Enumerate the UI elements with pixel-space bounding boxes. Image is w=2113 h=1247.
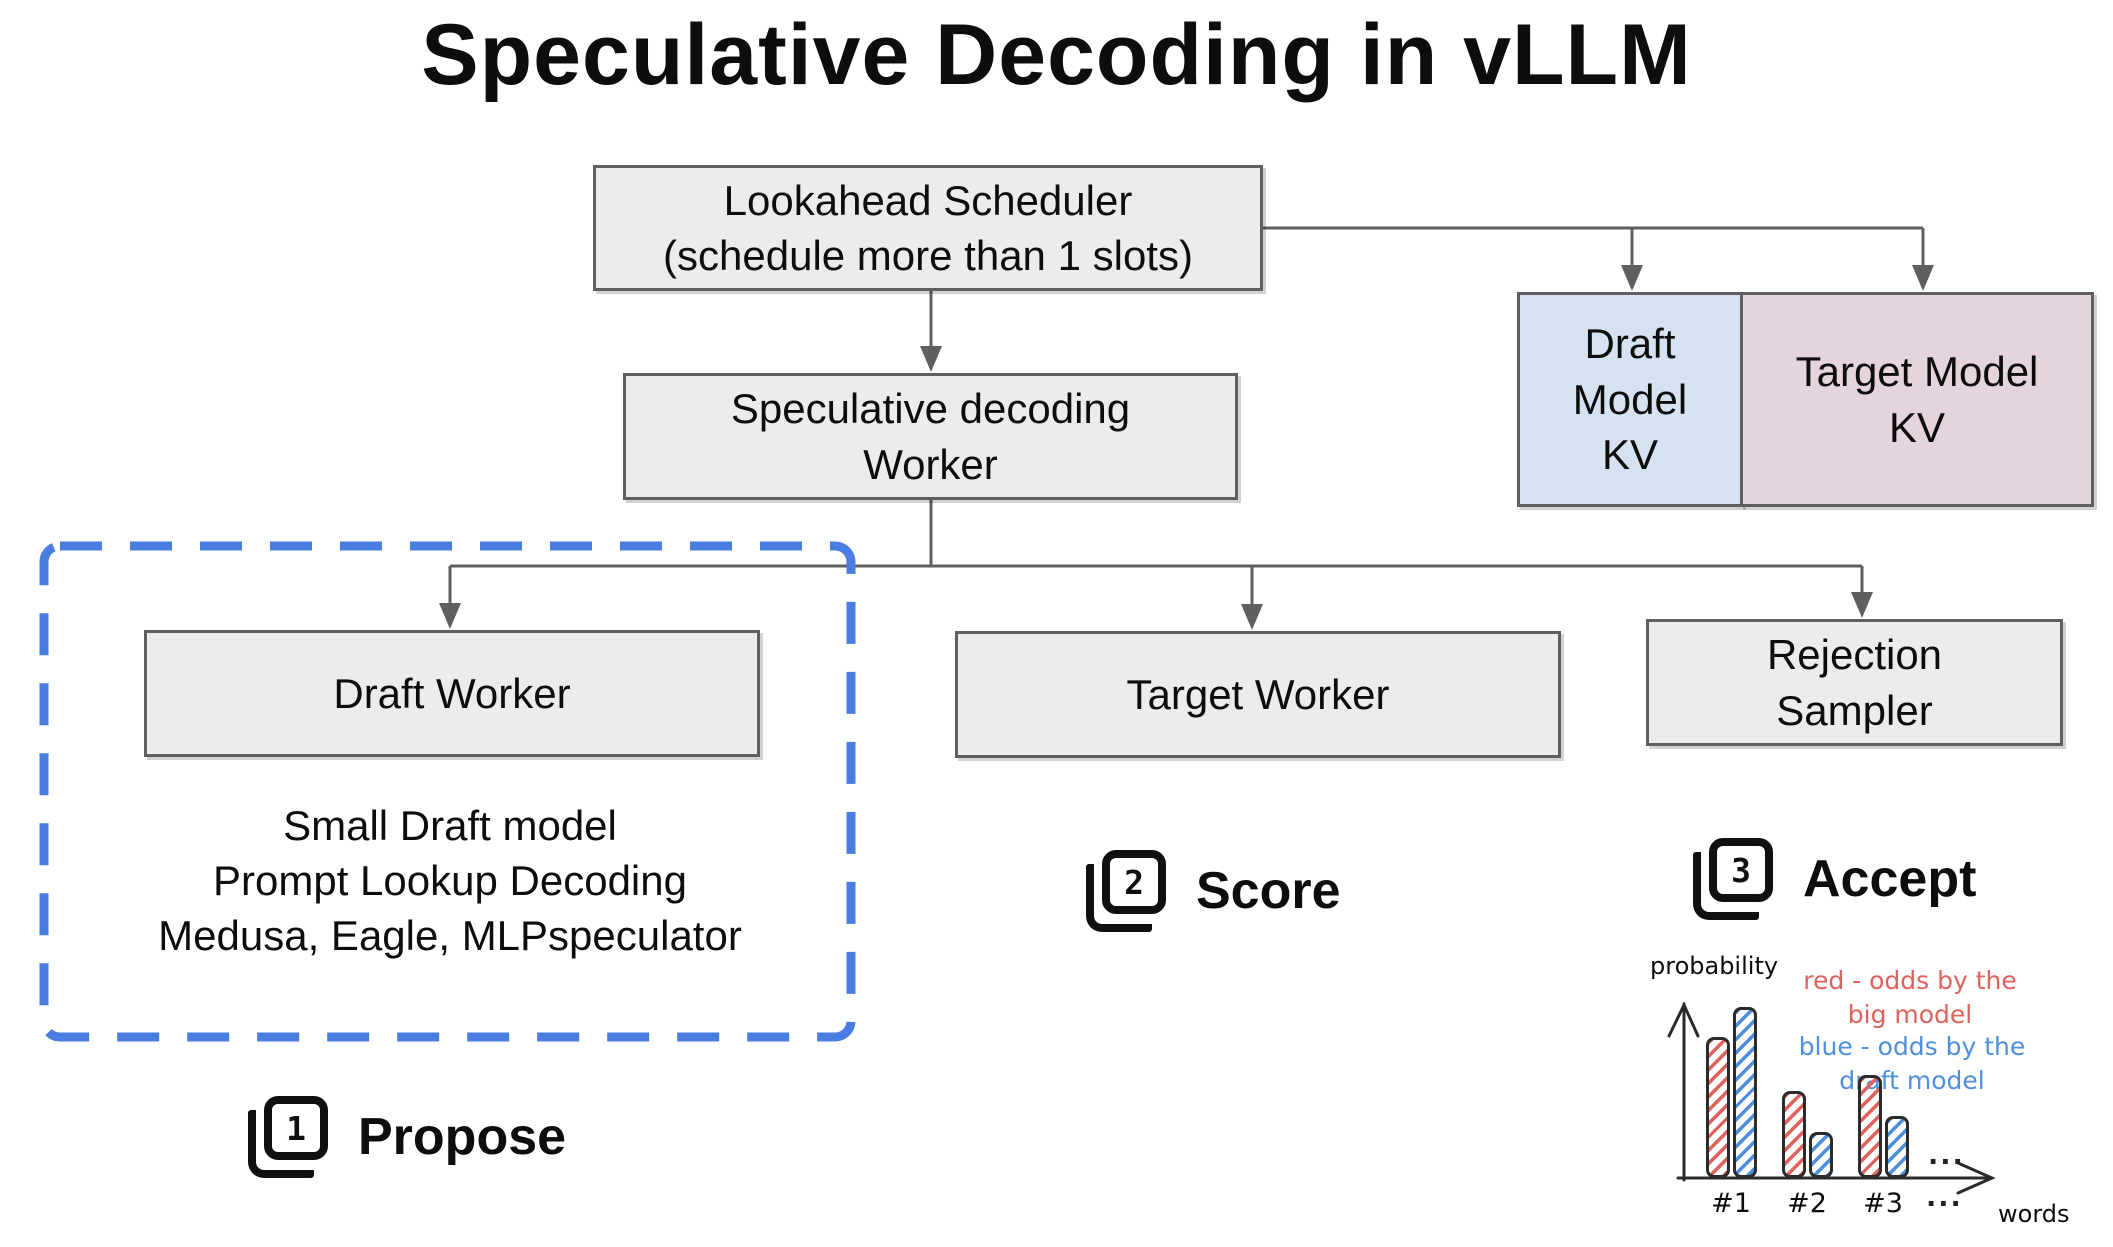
sketch-y-axis-label: probability (1650, 952, 1779, 980)
node-target-worker: Target Worker (955, 631, 1561, 758)
page-title: Speculative Decoding in vLLM (421, 7, 1692, 103)
propose-dashed-highlight (39, 541, 856, 1042)
icon-front-page: 1 (264, 1096, 328, 1160)
node-target-model-kv: Target Model KV (1740, 292, 2094, 507)
step-propose: 1 Propose (248, 1096, 566, 1178)
step-propose-label: Propose (358, 1108, 567, 1166)
node-speculative-decoding-worker: Speculative decoding Worker (623, 373, 1238, 500)
step-score: 2 Score (1086, 850, 1341, 932)
icon-front-page: 3 (1709, 838, 1773, 902)
sketch-bar-2-red (1782, 1091, 1806, 1178)
sketch-tick-2: #2 (1787, 1188, 1827, 1219)
sketch-legend-red: red - odds by the big model (1803, 966, 2017, 1029)
sketch-bar-1-red (1706, 1037, 1730, 1178)
icon-back-page (1693, 852, 1759, 920)
node-draft-model-kv: Draft Model KV (1517, 292, 1743, 507)
sketch-bar-1-blue (1733, 1007, 1757, 1178)
draft-methods-text: Small Draft model Prompt Lookup Decoding… (158, 802, 742, 959)
sketch-tick-1: #1 (1711, 1188, 1751, 1219)
icon-back-page (1086, 864, 1152, 932)
sketch-bar-3-red (1858, 1075, 1882, 1178)
step-score-label: Score (1196, 862, 1341, 920)
sketch-tick-3: #3 (1863, 1188, 1903, 1219)
icon-back-page (248, 1110, 314, 1178)
sketch-legend-blue: blue - odds by the draft model (1798, 1032, 2026, 1095)
filter-3-icon: 3 (1693, 838, 1773, 920)
filter-2-icon: 2 (1086, 850, 1166, 932)
sketch-x-axis-label: words (1998, 1200, 2070, 1228)
filter-1-icon: 1 (248, 1096, 328, 1178)
sketch-ellipsis-lower: ... (1926, 1182, 1963, 1213)
node-lookahead-scheduler: Lookahead Scheduler (schedule more than … (593, 165, 1263, 291)
sketch-bar-3-blue (1885, 1116, 1909, 1178)
sketch-ellipsis-upper: ... (1928, 1140, 1965, 1171)
step-accept: 3 Accept (1693, 838, 1976, 920)
icon-front-page: 2 (1102, 850, 1166, 914)
node-draft-worker: Draft Worker (144, 630, 760, 757)
node-rejection-sampler: Rejection Sampler (1646, 619, 2063, 746)
step-accept-label: Accept (1803, 850, 1977, 908)
sketch-bar-2-blue (1809, 1132, 1833, 1178)
